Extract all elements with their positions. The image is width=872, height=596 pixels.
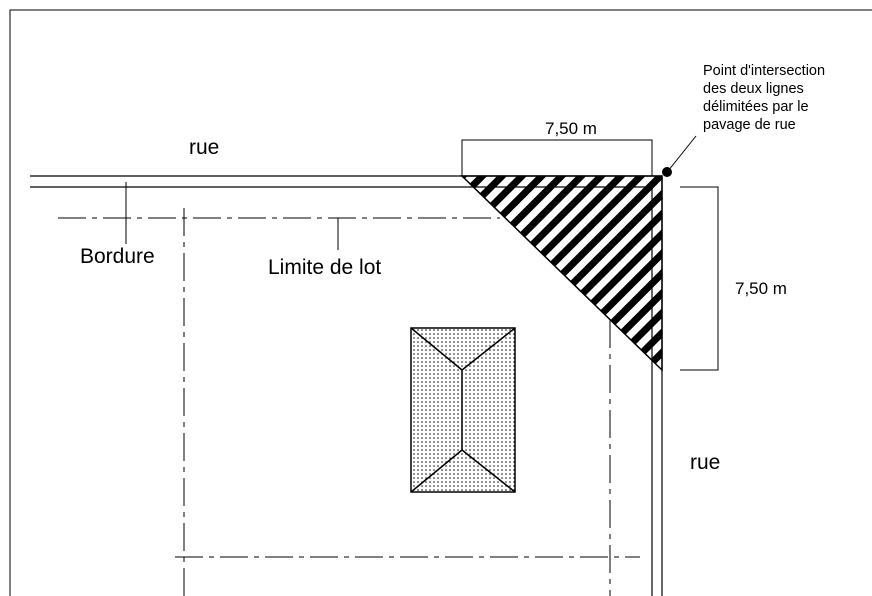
intersection-note-line-2: des deux lignes <box>703 81 804 97</box>
curb-label: Bordure <box>80 245 155 268</box>
dimension-horizontal-label: 7,50 m <box>545 119 597 138</box>
dimension-vertical-label: 7,50 m <box>735 279 787 298</box>
intersection-point <box>662 167 672 177</box>
page-frame <box>9 9 872 596</box>
intersection-note-line-3: délimitées par le <box>703 99 809 115</box>
lot-limit-label: Limite de lot <box>268 256 382 279</box>
visibility-triangle <box>460 175 663 372</box>
intersection-leader-line <box>667 135 697 172</box>
street-right-label: rue <box>690 451 721 474</box>
intersection-note: Point d'intersection des deux lignes dél… <box>703 62 872 134</box>
street-top-label: rue <box>189 136 220 159</box>
intersection-note-line-1: Point d'intersection <box>703 63 826 79</box>
intersection-note-line-4: pavage de rue <box>703 117 796 133</box>
dimension-vertical-line <box>680 186 719 371</box>
house-roof <box>410 327 516 493</box>
dimension-horizontal-line <box>461 139 653 176</box>
